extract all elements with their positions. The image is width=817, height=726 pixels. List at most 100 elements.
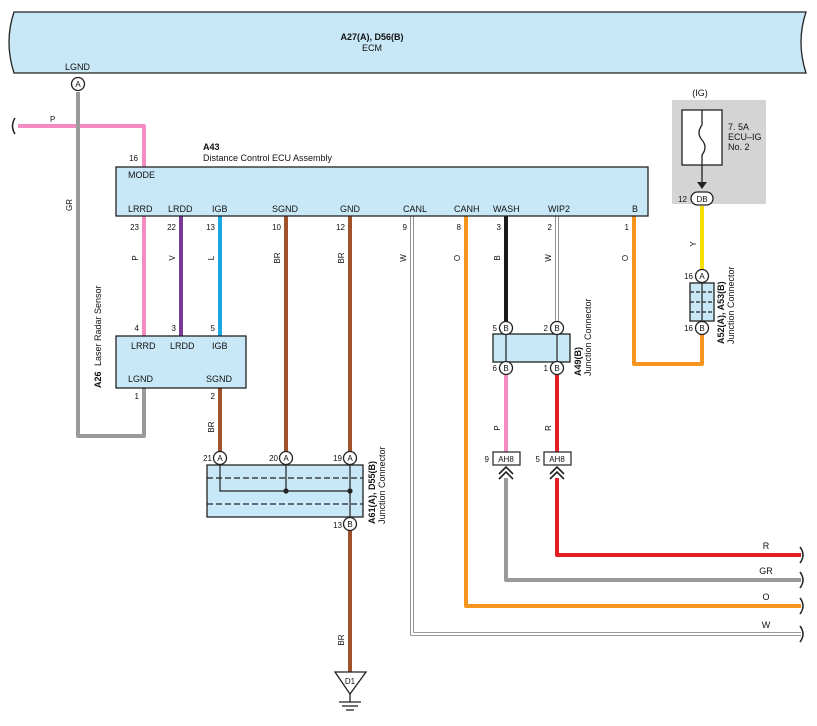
ecm-pin-label: LGND bbox=[65, 62, 91, 72]
wire-label-sensor-sgnd: BR bbox=[207, 421, 216, 432]
fuse-line-1: 7. 5A bbox=[728, 122, 749, 132]
ecu-mode-label: MODE bbox=[128, 170, 155, 180]
ecu-block: A43 Distance Control ECU Assembly MODE 1… bbox=[115, 142, 649, 232]
ecu-pin-label-gnd: GND bbox=[340, 204, 361, 214]
jc-a61-pin-19-circle: A bbox=[342, 450, 358, 466]
jc-a49-pin-5-circle: B bbox=[498, 320, 514, 336]
wire-label-b: O bbox=[621, 255, 630, 261]
wire-canl bbox=[410, 216, 801, 636]
wire-label-gnd: BR bbox=[337, 252, 346, 263]
jc-a49-pin-2-circle: B bbox=[549, 320, 565, 336]
ecm-lgnd-pin-circle: A bbox=[70, 76, 86, 92]
jc-a61-pin-20: 20 bbox=[269, 454, 278, 463]
sensor-pin-lgnd-label: LGND bbox=[128, 374, 154, 384]
ecu-pin-no-10: 10 bbox=[272, 223, 281, 232]
ecu-pins: LRRD23LRDD22IGB13SGND10GND12CANL9CANH8WA… bbox=[128, 204, 638, 232]
ecu-pin-label-lrrd: LRRD bbox=[128, 204, 153, 214]
ecu-pin-no-2: 2 bbox=[548, 223, 553, 232]
ecu-pin-label-sgnd: SGND bbox=[272, 204, 299, 214]
wire-p-mode bbox=[18, 124, 146, 167]
ah8-chevron-1 bbox=[498, 465, 514, 480]
ecu-pin-label-wip2: WIP2 bbox=[548, 204, 570, 214]
output-label-r: R bbox=[763, 541, 770, 551]
wire-label-wash: B bbox=[493, 255, 502, 260]
wire-label-ground: BR bbox=[337, 634, 346, 645]
jc-a49-pin-2: 2 bbox=[544, 324, 549, 333]
svg-text:B: B bbox=[699, 324, 704, 333]
wire-label-ig-y: Y bbox=[689, 241, 698, 247]
wire-label-a49-p: P bbox=[493, 425, 502, 430]
sensor-box bbox=[115, 335, 247, 389]
ah8-connectors: AH8 9 AH8 5 bbox=[485, 451, 572, 480]
ecu-pin-label-lrdd: LRDD bbox=[168, 204, 193, 214]
ecu-pin-no-8: 8 bbox=[457, 223, 462, 232]
output-break-o bbox=[799, 597, 804, 615]
wire-label-canl: W bbox=[399, 254, 408, 262]
output-break-r bbox=[799, 546, 804, 564]
ah8-pin-1: 9 bbox=[485, 455, 490, 464]
ecu-pin-no-13: 13 bbox=[206, 223, 215, 232]
jc-a49-block: 5 2 6 1 A49(B) Junction Connector bbox=[492, 298, 593, 376]
jc-a61-pin-21-circle: A bbox=[212, 450, 228, 466]
sensor-pin-sgnd-label: SGND bbox=[206, 374, 233, 384]
ecu-box bbox=[115, 166, 649, 217]
jc-a61-splice-1 bbox=[283, 488, 289, 494]
ah8-chevron-2 bbox=[549, 465, 565, 480]
wire-label-wip2: W bbox=[544, 254, 553, 262]
sensor-pin-lrrd-label: LRRD bbox=[131, 341, 156, 351]
sensor-pin-sgnd-no: 2 bbox=[211, 392, 216, 401]
ecm-name: ECM bbox=[362, 43, 382, 53]
jc-a52-top-pin-circle: A bbox=[694, 268, 710, 284]
svg-text:B: B bbox=[503, 364, 508, 373]
ecu-pin-no-1: 1 bbox=[625, 223, 630, 232]
ecu-mode-pin: 16 bbox=[129, 154, 138, 163]
fuse-arrow-icon bbox=[697, 182, 707, 189]
ah8-name-1: AH8 bbox=[498, 455, 514, 464]
jc-a61-pin-13: 13 bbox=[333, 521, 342, 530]
jc-a61-pin-20-circle: A bbox=[278, 450, 294, 466]
jc-a61-block: 21 20 19 13 A61(A), D55(B) Junction Conn… bbox=[203, 446, 387, 530]
ecu-name: Distance Control ECU Assembly bbox=[203, 153, 333, 163]
output-break-gr bbox=[799, 571, 804, 589]
svg-text:B: B bbox=[554, 364, 559, 373]
jc-a52-name: Junction Connector bbox=[726, 266, 736, 344]
ah8-name-2: AH8 bbox=[549, 455, 565, 464]
svg-text:B: B bbox=[503, 324, 508, 333]
jc-a49-code: A49(B) bbox=[573, 347, 583, 376]
svg-text:B: B bbox=[347, 520, 352, 529]
wire-label-lrrd: P bbox=[131, 255, 140, 260]
wire-label-gr-ecm: GR bbox=[65, 199, 74, 211]
sensor-code: A26 bbox=[93, 371, 103, 388]
ah8-pin-2: 5 bbox=[536, 455, 541, 464]
ig-fuse-block: (IG) 7. 5A ECU–IG No. 2 12 bbox=[672, 88, 766, 204]
svg-text:A: A bbox=[283, 454, 289, 463]
ecu-pin-no-23: 23 bbox=[130, 223, 139, 232]
jc-a61-splice-2 bbox=[347, 488, 353, 494]
svg-text:B: B bbox=[554, 324, 559, 333]
jc-a49-pin-6-circle: B bbox=[498, 360, 514, 376]
wire-ah8-gr bbox=[504, 478, 801, 582]
jc-a61-pin-19: 19 bbox=[333, 454, 342, 463]
output-label-o: O bbox=[762, 592, 769, 602]
jc-a52-block: 16 16 A52(A), A53(B) Junction Connector bbox=[684, 266, 736, 344]
jc-a49-name: Junction Connector bbox=[583, 298, 593, 376]
svg-text:A: A bbox=[75, 80, 81, 89]
sensor-pin-igb-no: 5 bbox=[211, 324, 216, 333]
wire-canh bbox=[464, 216, 801, 608]
jc-a52-top-pin: 16 bbox=[684, 272, 693, 281]
svg-text:A: A bbox=[347, 454, 353, 463]
jc-a61-name: Junction Connector bbox=[377, 446, 387, 524]
svg-text:A: A bbox=[217, 454, 223, 463]
jc-a49-pin-6: 6 bbox=[493, 364, 498, 373]
wires bbox=[18, 92, 801, 672]
ecu-pin-label-canl: CANL bbox=[403, 204, 427, 214]
ig-label: (IG) bbox=[692, 88, 708, 98]
jc-a49-box bbox=[492, 333, 571, 363]
ecm-block: A27(A), D56(B) ECM LGND bbox=[8, 11, 807, 74]
wire-label-p-top: P bbox=[50, 115, 55, 124]
ecu-pin-no-12: 12 bbox=[336, 223, 345, 232]
sensor-pin-lrdd-label: LRDD bbox=[170, 341, 195, 351]
wire-label-igb: L bbox=[207, 255, 216, 260]
ecu-pin-no-9: 9 bbox=[403, 223, 408, 232]
ah8-box-2 bbox=[543, 451, 572, 466]
